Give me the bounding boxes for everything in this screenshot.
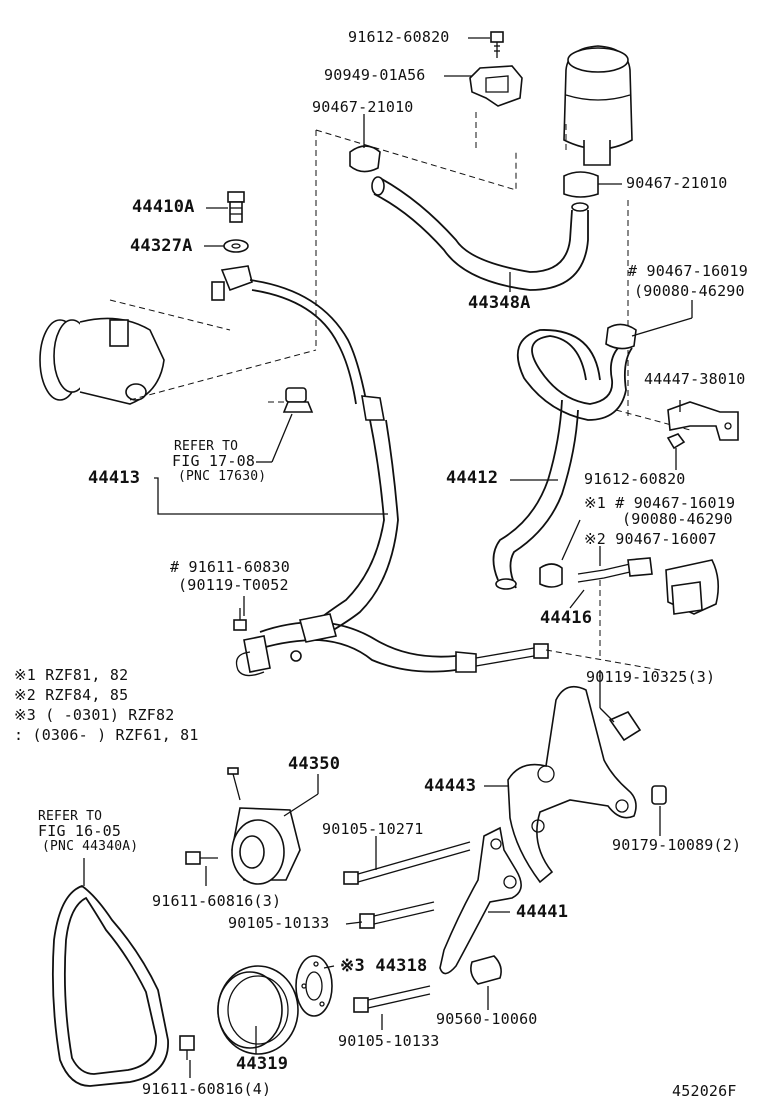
bolt-44410a-drawing	[227, 191, 245, 223]
bracket-90949-01a56-drawing	[469, 65, 523, 107]
label-fig-16-05: FIG 16-05	[38, 822, 122, 840]
label-91612-60820-mid: 91612-60820	[584, 470, 686, 488]
clamp-right-drawing	[563, 171, 599, 198]
bracket-44441-drawing	[439, 826, 522, 975]
note-1: ※1 RZF81, 82	[14, 666, 129, 684]
label-refer-to-2: REFER TO	[38, 809, 103, 824]
bolt-90119-10325-drawing	[608, 710, 642, 742]
bolt-91612-60820-mid-drawing	[666, 433, 686, 450]
label-90467-16019-a: # 90467-16019	[628, 262, 748, 280]
label-91611-60830: # 91611-60830	[170, 558, 290, 576]
power-steering-pump-drawing	[39, 299, 317, 405]
bolt-90105-10133-b-drawing	[353, 985, 431, 1013]
label-pnc-44340a: (PNC 44340A)	[42, 839, 139, 854]
flange-44318-drawing	[295, 955, 333, 1017]
pressure-switch-drawing	[268, 387, 314, 413]
label-90105-10133-a: 90105-10133	[228, 914, 330, 932]
label-pnc-17630: (PNC 17630)	[178, 469, 267, 484]
note-2: ※2 RZF84, 85	[14, 686, 129, 704]
label-91612-60820-top: 91612-60820	[348, 28, 450, 46]
label-90119-10325: 90119-10325(3)	[586, 668, 716, 686]
label-refer-to-1: REFER TO	[174, 439, 239, 454]
label-90105-10133-b: 90105-10133	[338, 1032, 440, 1050]
hose-44412-drawing	[492, 323, 637, 590]
label-90949-01a56: 90949-01A56	[324, 66, 426, 84]
label-90467-16019-b: ※1 # 90467-16019	[584, 494, 736, 512]
hose-44413-drawing	[235, 279, 549, 677]
label-44318: ※3 44318	[340, 956, 428, 976]
label-91611-60816-3: 91611-60816(3)	[152, 892, 282, 910]
bolt-91611-60816-4-drawing	[179, 1035, 195, 1060]
figure-id: 452026F	[672, 1082, 737, 1100]
label-44447-38010: 44447-38010	[644, 370, 746, 388]
reservoir-tank-drawing	[563, 45, 633, 166]
union-fitting-drawing	[211, 265, 253, 301]
label-90467-16007: ※2 90467-16007	[584, 530, 717, 548]
pulley-44319-drawing	[217, 965, 299, 1055]
label-44416: 44416	[540, 608, 593, 628]
label-90179-10089: 90179-10089(2)	[612, 836, 742, 854]
label-90467-21010-left: 90467-21010	[312, 98, 414, 116]
bolt-91611-60816-3-drawing	[185, 851, 218, 865]
label-44350: 44350	[288, 754, 341, 774]
label-90105-10271: 90105-10271	[322, 820, 424, 838]
label-44327a: 44327A	[130, 236, 193, 256]
gasket-44327a-drawing	[223, 239, 249, 253]
bracket-44447-38010-drawing	[667, 401, 739, 441]
bolt-91611-60830-drawing	[233, 608, 247, 631]
label-fig-17-08: FIG 17-08	[172, 452, 256, 470]
bolt-90105-10133-a-drawing	[359, 901, 435, 929]
label-90560-10060: 90560-10060	[436, 1010, 538, 1028]
clamp-left-drawing	[349, 145, 381, 173]
drive-belt-drawing	[51, 884, 169, 1087]
label-44441: 44441	[516, 902, 569, 922]
bracket-44443-drawing	[507, 685, 637, 884]
label-90080-46290-a: (90080-46290	[634, 282, 745, 300]
bolt-90105-10271-drawing	[343, 841, 471, 885]
label-90080-46290-b: (90080-46290	[622, 510, 733, 528]
label-44348a: 44348A	[468, 293, 531, 313]
hose-44348a-drawing	[371, 176, 589, 291]
label-44413: 44413	[88, 468, 141, 488]
note-3: ※3 ( -0301) RZF82	[14, 706, 175, 724]
tube-44416-drawing	[545, 557, 720, 671]
label-44319: 44319	[236, 1054, 289, 1074]
label-44410a: 44410A	[132, 197, 195, 217]
label-90119-t0052: (90119-T0052	[178, 576, 289, 594]
nut-90179-drawing	[651, 785, 667, 805]
label-90467-21010-right: 90467-21010	[626, 174, 728, 192]
bolt-91612-60820-drawing	[490, 31, 504, 58]
leader-lines	[83, 37, 693, 1078]
label-44412: 44412	[446, 468, 499, 488]
clamp-90467-16007-drawing	[539, 563, 563, 588]
label-91611-60816-4: 91611-60816(4)	[142, 1080, 272, 1098]
note-4: : (0306- ) RZF61, 81	[14, 726, 199, 744]
label-44443: 44443	[424, 776, 477, 796]
spacer-90560-drawing	[470, 955, 502, 985]
pump-44350-drawing	[227, 767, 301, 885]
